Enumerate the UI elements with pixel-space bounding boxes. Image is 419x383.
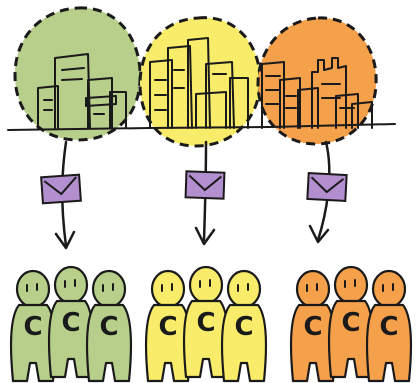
envelope-icon bbox=[184, 170, 226, 200]
envelopes bbox=[40, 170, 348, 205]
envelope-icon bbox=[306, 171, 348, 203]
person-letter: C bbox=[303, 312, 322, 342]
person-letter: C bbox=[341, 308, 360, 338]
person-icon: C bbox=[85, 269, 133, 383]
city-skyline-icon bbox=[37, 53, 127, 129]
person-letter: C bbox=[379, 312, 398, 342]
person-icon: C bbox=[365, 269, 413, 383]
person-letter: C bbox=[23, 312, 42, 342]
envelope-icon bbox=[40, 173, 82, 205]
city-skyline-icon bbox=[149, 37, 249, 129]
person-icon: C bbox=[289, 269, 337, 383]
person-letter: C bbox=[61, 308, 80, 338]
person-icon: C bbox=[182, 265, 230, 379]
horizon-line bbox=[7, 123, 396, 131]
arrow-head bbox=[54, 230, 76, 250]
person-icon: C bbox=[47, 265, 95, 379]
city-skyline-icon bbox=[261, 57, 373, 129]
person-icon: C bbox=[220, 269, 268, 383]
arrow-head bbox=[308, 224, 330, 244]
person-letter: C bbox=[99, 312, 118, 342]
person-icon: C bbox=[9, 269, 57, 383]
person-letter: C bbox=[158, 312, 177, 342]
person-letter: C bbox=[234, 312, 253, 342]
arrow-head bbox=[194, 226, 216, 246]
person-icon: C bbox=[144, 269, 192, 383]
city-blob-green bbox=[13, 6, 142, 142]
person-letter: C bbox=[196, 308, 215, 338]
